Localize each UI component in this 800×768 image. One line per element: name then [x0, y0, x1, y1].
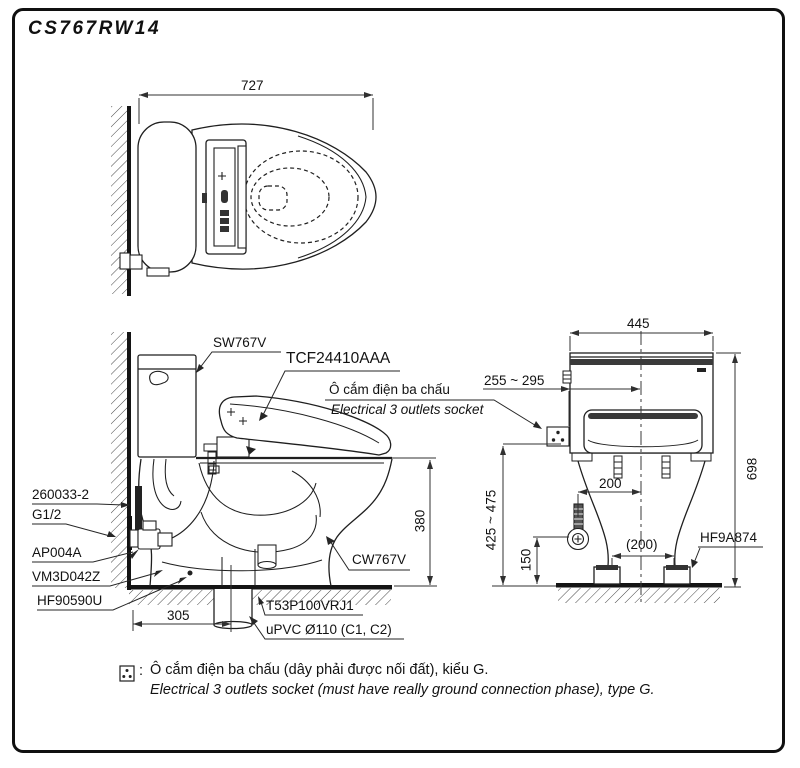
dim-200-pitch [611, 553, 675, 568]
dim-445 [569, 330, 714, 351]
supply-pipe-label: 260033-2 [32, 487, 90, 502]
wall-fitting-plan [119, 252, 131, 270]
floor-line [127, 585, 392, 590]
dim-bolt-pitch-label: (200) [626, 537, 658, 552]
socket-note-en: Electrical 3 outlets socket [331, 402, 484, 417]
drain-pipe [213, 589, 253, 630]
dim-rim-height-label: 380 [412, 509, 428, 533]
hf9a874-leader [691, 546, 763, 568]
inlet-bracket [562, 370, 572, 384]
washlet-plan [202, 139, 247, 255]
wall-line [127, 332, 131, 590]
side-view-drawing [32, 332, 542, 640]
legend-note-vi: Ô cắm điện ba chấu (dây phải được nối đấ… [150, 662, 489, 678]
front-view-drawing [483, 330, 763, 606]
dim-200 [577, 489, 641, 517]
label-leaders [32, 351, 542, 640]
wall-thread-label: G1/2 [32, 507, 62, 522]
sheet-border [12, 8, 785, 753]
dim-380 [394, 460, 437, 587]
dim-698 [716, 352, 741, 588]
top-view-drawing [111, 92, 377, 296]
seat-unit-part-label: TCF24410AAA [286, 350, 391, 367]
dim-socket-offset-v-label: 425 ~ 475 [483, 489, 499, 551]
model-code: CS767RW14 [28, 18, 162, 39]
bowl-part-label: CW767V [352, 552, 407, 567]
floor-hatch [129, 590, 391, 605]
tank-plan [137, 121, 197, 273]
dim-total-height-label: 698 [744, 457, 760, 481]
wall-line [127, 106, 131, 296]
stop-valve-label: AP004A [32, 545, 82, 560]
wall-hatch [111, 106, 127, 294]
legend-note-en: Electrical 3 outlets socket (must have r… [150, 682, 655, 698]
washlet-side [203, 395, 392, 475]
floor-line [556, 583, 722, 588]
tank-side [137, 354, 197, 458]
fixing-plug-label: HF90590U [37, 593, 103, 608]
drain-joint-label: T53P100VRJ1 [266, 598, 354, 613]
dim-socket-offset-h-label: 255 ~ 295 [484, 373, 545, 388]
bowl-side [138, 458, 393, 587]
dim-255-295 [483, 386, 640, 426]
flush-button [149, 370, 169, 386]
power-socket-icon [546, 426, 570, 447]
bowl-front [577, 460, 706, 585]
connector-label: VM3D042Z [32, 569, 101, 584]
drain-pipe-label: uPVC Ø110 (C1, C2) [266, 622, 392, 637]
bolt-cap-label: HF9A874 [700, 530, 758, 545]
seat-front-panel [583, 409, 703, 454]
dim-drain-setback-label: 305 [167, 608, 190, 623]
dim-overall-length-label: 727 [241, 78, 264, 93]
tank-part-label: SW767V [213, 335, 267, 350]
wall-hatch [111, 332, 127, 588]
dim-305 [132, 565, 232, 632]
dim-supply-offset-label: 200 [599, 476, 622, 491]
supply-valve-side [127, 460, 220, 550]
bowl-plan-rim [297, 135, 367, 259]
dim-425-475 [492, 443, 561, 587]
fixing-bolts [613, 455, 671, 479]
legend-socket-icon [119, 665, 135, 682]
floor-hatch [558, 588, 720, 603]
socket-note-vi: Ô cắm điện ba chấu [329, 382, 450, 397]
dim-tank-width-label: 445 [627, 316, 650, 331]
legend-colon: : [139, 663, 144, 679]
dim-valve-height-label: 150 [518, 548, 534, 572]
dim-150 [533, 536, 569, 584]
dim-727 [138, 92, 374, 130]
